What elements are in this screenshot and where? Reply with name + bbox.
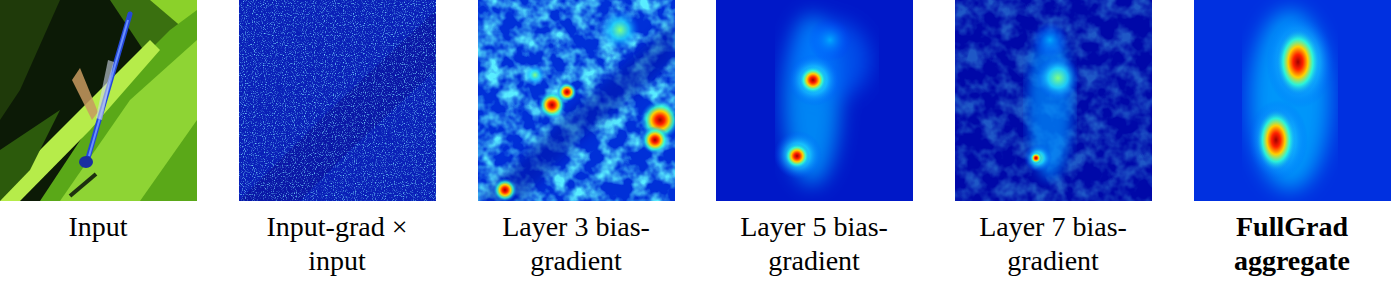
panel-caption: Input: [3, 210, 193, 244]
panel-caption: Input-grad × input: [242, 210, 432, 278]
layer5-map: [716, 0, 913, 201]
panel-caption: FullGrad aggregate: [1197, 210, 1387, 278]
input-photo: [0, 0, 197, 201]
input-grad-map: [239, 0, 436, 201]
fullgrad-map: [1194, 0, 1391, 201]
layer3-map: [478, 0, 675, 201]
panel-caption: Layer 7 bias-gradient: [958, 210, 1148, 278]
layer7-map: [955, 0, 1152, 201]
panel-caption: Layer 5 bias-gradient: [719, 210, 909, 278]
panel-caption: Layer 3 bias-gradient: [481, 210, 671, 278]
